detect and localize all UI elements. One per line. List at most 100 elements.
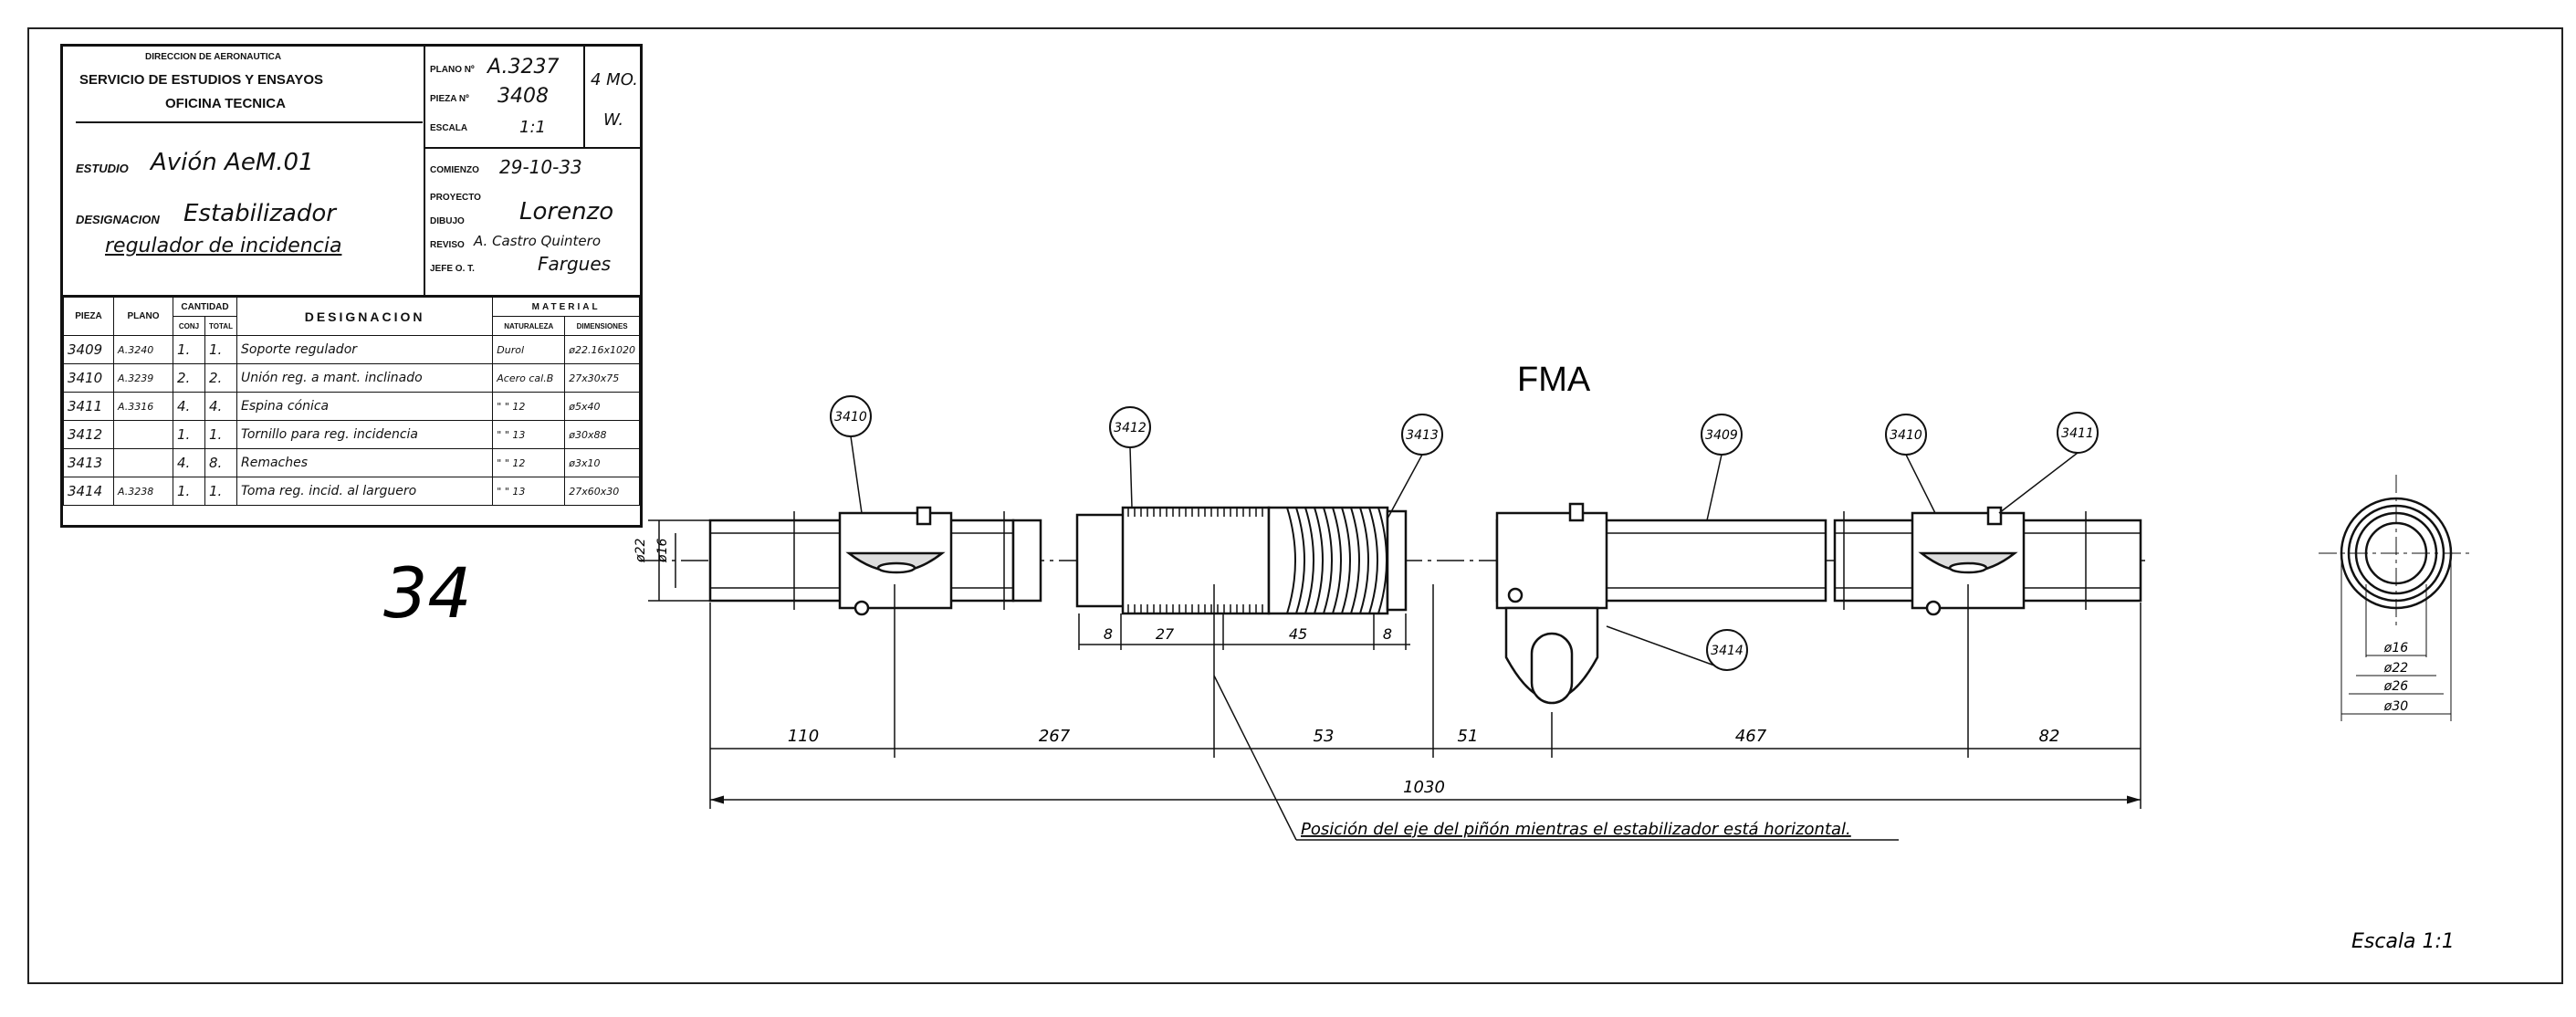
section-dim: ø30	[2383, 699, 2408, 714]
coil-mark	[1314, 507, 1324, 614]
th-designacion: DESIGNACION	[236, 297, 494, 336]
cell-dimensiones: ø22.16x1020	[564, 335, 640, 364]
header-oficina: OFICINA TECNICA	[165, 96, 286, 111]
cell-naturaleza: Durol	[492, 335, 566, 364]
cell-pieza: 3410	[63, 363, 114, 393]
designacion-line1: Estabilizador	[183, 200, 336, 227]
balloon-circle	[830, 395, 872, 437]
comienzo-label: COMIENZO	[430, 165, 479, 175]
screw-threads	[1127, 508, 1263, 613]
cell-conj: 1.	[173, 477, 205, 506]
screw-coils	[1286, 507, 1387, 614]
cell-plano: A.3238	[113, 477, 173, 506]
cell-designacion: Unión reg. a mant. inclinado	[236, 363, 494, 393]
coil-mark	[1295, 507, 1305, 614]
estudio-value: Avión AeM.01	[151, 149, 314, 176]
cell-total: 1.	[204, 335, 237, 364]
bracket-3414	[1495, 502, 1608, 705]
balloon-leader	[1129, 446, 1133, 508]
designacion-label: DESIGNACION	[76, 213, 160, 226]
designacion-line2: regulador de incidencia	[105, 235, 342, 257]
coil-mark	[1286, 507, 1296, 614]
sheet-code-2: W.	[603, 110, 624, 130]
cell-total: 1.	[204, 420, 237, 449]
balloon-label: 3409	[1705, 428, 1738, 443]
balloon-leader	[1387, 454, 1423, 519]
coil-mark	[1368, 507, 1378, 614]
balloon-leader	[850, 435, 863, 514]
dibujo-label: DIBUJO	[430, 216, 465, 226]
th-total: TOTAL	[204, 316, 237, 336]
th-naturaleza: NATURALEZA	[492, 316, 566, 336]
reviso-label: REVISO	[430, 240, 465, 250]
coil-mark	[1323, 507, 1333, 614]
dim-screw: 27	[1156, 625, 1175, 643]
balloon-circle	[1401, 414, 1443, 456]
watermark: FMA	[1517, 361, 1591, 399]
coil-mark	[1350, 507, 1360, 614]
dibujo-signature: Lorenzo	[519, 198, 614, 225]
cell-total: 8.	[204, 448, 237, 477]
pieza-value: 3408	[497, 85, 549, 108]
cell-total: 2.	[204, 363, 237, 393]
balloon-leader	[1606, 625, 1728, 671]
dim-total: 1030	[1403, 778, 1445, 797]
coil-mark	[1304, 507, 1314, 614]
dim-main: 53	[1314, 727, 1335, 746]
dim-main: 82	[2039, 727, 2060, 746]
section-dim: ø26	[2383, 679, 2408, 694]
section-dim: ø22	[2383, 661, 2408, 676]
jefe-label: JEFE O. T.	[430, 264, 475, 274]
proyecto-label: PROYECTO	[430, 193, 481, 203]
cell-total: 1.	[204, 477, 237, 506]
balloon-label: 3413	[1406, 428, 1439, 443]
balloon-circle	[1706, 629, 1748, 671]
balloon-circle	[2057, 412, 2099, 454]
estudio-label: ESTUDIO	[76, 162, 129, 175]
header-servicio: SERVICIO DE ESTUDIOS Y ENSAYOS	[79, 72, 324, 88]
dim-main: 467	[1735, 727, 1767, 746]
escala-value: 1:1	[519, 118, 546, 137]
coil-mark	[1359, 507, 1369, 614]
balloon-leader	[1706, 454, 1723, 521]
cell-naturaleza: " " 13	[492, 420, 566, 449]
cell-dimensiones: 27x60x30	[564, 477, 640, 506]
comienzo-value: 29-10-33	[499, 156, 582, 178]
cell-plano: A.3240	[113, 335, 173, 364]
dim-main: 110	[788, 727, 819, 746]
scale-note: Escala 1:1	[2351, 930, 2455, 953]
cell-plano: A.3239	[113, 363, 173, 393]
balloon-label: 3412	[1114, 421, 1147, 435]
dim-main: 267	[1039, 727, 1071, 746]
coil-mark	[1332, 507, 1342, 614]
balloon-label: 3410	[1890, 428, 1922, 443]
cell-dimensiones: ø3x10	[564, 448, 640, 477]
dim-left-2: ø16	[655, 539, 670, 563]
balloon-leader	[1998, 452, 2079, 514]
section-view	[2319, 475, 2474, 721]
dim-screw: 8	[1104, 625, 1113, 643]
pieza-label: PIEZA Nº	[430, 94, 469, 104]
dim-left-1: ø22	[634, 539, 648, 563]
coil-mark	[1377, 507, 1387, 614]
cell-pieza: 3414	[63, 477, 114, 506]
title-block: DIRECCION DE AERONAUTICA SERVICIO DE EST…	[60, 44, 643, 528]
dim-screw: 45	[1289, 625, 1307, 643]
cell-dimensiones: ø5x40	[564, 392, 640, 421]
plano-value: A.3237	[487, 56, 560, 79]
coil-mark	[1341, 507, 1351, 614]
balloon-label: 3414	[1711, 644, 1744, 658]
parts-table: PIEZA PLANO CANTIDAD DESIGNACION MATERIA…	[63, 297, 640, 506]
sheet-code-1: 4 MO.	[591, 70, 638, 89]
dim-screw: 8	[1383, 625, 1392, 643]
balloon-circle	[1885, 414, 1927, 456]
balloon-label: 3411	[2061, 426, 2094, 441]
balloon-circle	[1109, 406, 1151, 448]
cell-designacion: Toma reg. incid. al larguero	[236, 477, 494, 506]
